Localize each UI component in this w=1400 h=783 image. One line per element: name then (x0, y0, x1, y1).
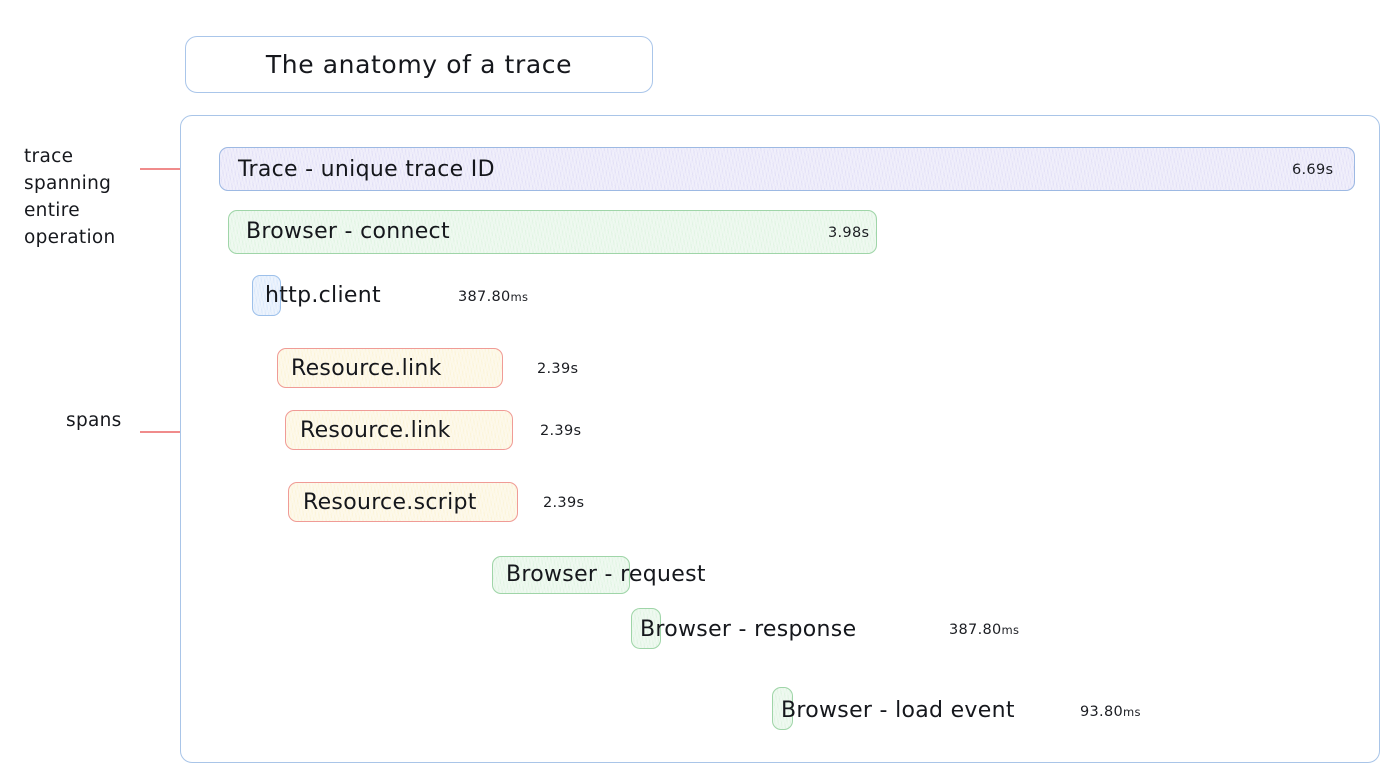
resource-script-bar[interactable] (288, 482, 518, 522)
resource-link-bar-1[interactable] (277, 348, 503, 388)
browser-response-bar-duration: 387.80ms (949, 623, 1019, 638)
browser-request-bar[interactable] (492, 556, 630, 594)
browser-response-bar[interactable] (631, 608, 661, 649)
trace-annotation-leader-line (140, 168, 212, 170)
browser-connect-bar-label: Browser - connect (246, 219, 450, 244)
http-client-bar-label: http.client (265, 283, 381, 308)
resource-link-bar-2-duration: 2.39s (540, 423, 582, 439)
trace-bar-label: Trace - unique trace ID (238, 157, 495, 182)
browser-load-event-bar-label: Browser - load event (781, 698, 1015, 723)
page-title: The anatomy of a trace (265, 50, 573, 79)
resource-link-bar-2-label: Resource.link (300, 418, 451, 443)
browser-connect-bar-duration: 3.98s (828, 225, 870, 241)
browser-response-duration-unit: ms (1001, 623, 1020, 637)
trace-bar-duration: 6.69s (1292, 162, 1334, 178)
http-client-bar-duration: 387.80ms (458, 290, 528, 305)
resource-script-bar-label: Resource.script (303, 490, 477, 515)
resource-link-bar-1-duration: 2.39s (537, 361, 579, 377)
browser-response-bar-label: Browser - response (640, 617, 857, 642)
spans-annotation-leader-line (140, 431, 212, 433)
diagram-title-card: The anatomy of a trace (185, 36, 653, 93)
browser-load-event-duration-unit: ms (1123, 705, 1141, 719)
browser-load-event-bar[interactable] (772, 687, 793, 730)
trace-annotation-label: trace spanning entire operation (24, 146, 116, 248)
resource-link-bar-2[interactable] (285, 410, 513, 450)
browser-connect-bar[interactable] (228, 210, 877, 254)
http-client-duration-unit: ms (510, 290, 529, 304)
http-client-bar[interactable] (252, 275, 281, 316)
http-client-duration-value: 387.80 (458, 289, 511, 305)
browser-response-duration-value: 387.80 (949, 622, 1002, 638)
resource-script-bar-duration: 2.39s (543, 495, 585, 511)
trace-bar[interactable] (219, 147, 1355, 191)
resource-link-bar-1-label: Resource.link (291, 356, 442, 381)
browser-load-event-duration-value: 93.80 (1080, 704, 1124, 720)
spans-annotation-label: spans (66, 410, 122, 431)
browser-request-bar-label: Browser - request (506, 562, 706, 587)
browser-load-event-bar-duration: 93.80ms (1080, 705, 1141, 720)
